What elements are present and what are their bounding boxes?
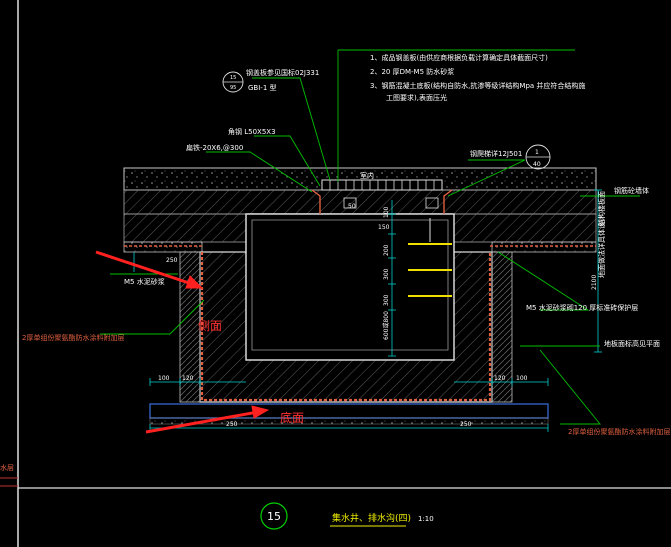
grade-right-label: 结构楼板面: [597, 191, 606, 226]
left-edge-text: 水层: [0, 463, 14, 472]
annotation-bottom-face: 底面: [280, 410, 304, 425]
annotation-side-face: 侧面: [198, 319, 222, 333]
dim-depth: 600或800: [382, 311, 390, 340]
note-line-1: 1、成品钢盖板(由供应商根据负载计算确定具体截面尺寸): [370, 53, 548, 62]
cover-ref-circle-sheet: 95: [230, 85, 236, 91]
cover-type-label: GBI-1 型: [248, 83, 277, 92]
dim-left-120: 120: [182, 375, 194, 382]
mortar-right-label: M5 水泥砂浆砌120 厚标准砖保护层: [526, 303, 638, 312]
cover-ref-label: 钢盖板参见国标02J331: [246, 68, 319, 77]
top-slab: [123, 167, 597, 215]
ladder-circle-sheet: 40: [533, 161, 541, 168]
reference-circles: [222, 71, 551, 530]
flat-steel-label: 扁铁-20X6,@300: [186, 143, 243, 152]
dim-300b: 300: [383, 294, 390, 306]
dim-bottom-250b: 250: [460, 421, 472, 428]
base-right-label: 地板面标高见平面: [604, 339, 660, 348]
note-line-2: 2、20 厚DM-M5 防水砂浆: [370, 67, 454, 76]
title-scale: 1:10: [418, 515, 434, 523]
fill-right-label: 地面做法详具体设计: [597, 215, 606, 278]
red-arrows: [95, 250, 270, 434]
dim-100: 100: [383, 206, 390, 218]
dim-right-100: 100: [516, 375, 528, 382]
waterproof-left-label: 2厚单组份聚氨酯防水涂料附加层: [22, 333, 124, 342]
inner-dimension-chain: [388, 200, 396, 357]
side-layers: [123, 213, 597, 253]
dim-300a: 300: [383, 268, 390, 280]
dim-200: 200: [383, 244, 390, 256]
dim-left-250: 250: [166, 257, 178, 264]
title-text: 集水井、排水沟(四): [332, 512, 411, 524]
angle-steel-label: 角钢 L50X5X3: [228, 127, 276, 136]
dim-bottom-250: 250: [226, 421, 238, 428]
dim-left-100: 100: [158, 375, 170, 382]
note-line-4: 工图要求),表面压光: [386, 93, 447, 102]
leader-lines: [100, 49, 640, 425]
pit-concrete-body: [149, 213, 549, 425]
bottom-dimension-lines: [149, 378, 549, 432]
dim-150: 150: [378, 224, 390, 231]
waterproof-right-label: 2厚单组份聚氨酯防水涂料附加层: [568, 427, 670, 436]
dim-right-120: 120: [494, 375, 506, 382]
side-dimension-lines: [133, 189, 602, 353]
steel-cover-grating: [311, 179, 453, 214]
title-number: 15: [267, 510, 281, 523]
ladder-circle-num: 1: [535, 149, 539, 156]
note-line-3: 3、钢筋混凝土底板(结构自防水,抗渗等级详结构Mpa 并应符合结构施: [370, 81, 585, 90]
steel-ladder: [408, 218, 452, 297]
dim-right-2100: 2100: [591, 275, 598, 290]
dim-top-cover: 50: [348, 203, 356, 210]
waterproof-layer: [124, 245, 596, 402]
upper-wall-label: 钢筋砼墙体: [614, 186, 649, 195]
cover-ref-circle-num: 15: [230, 75, 236, 81]
indoor-label: 室内: [360, 171, 374, 180]
drawing-title: 15 集水井、排水沟(四) 1:10: [267, 510, 434, 527]
mortar-left-label: M5 水泥砂浆: [124, 277, 165, 286]
ladder-ref-label: 钢爬梯详12J501: [470, 149, 522, 158]
